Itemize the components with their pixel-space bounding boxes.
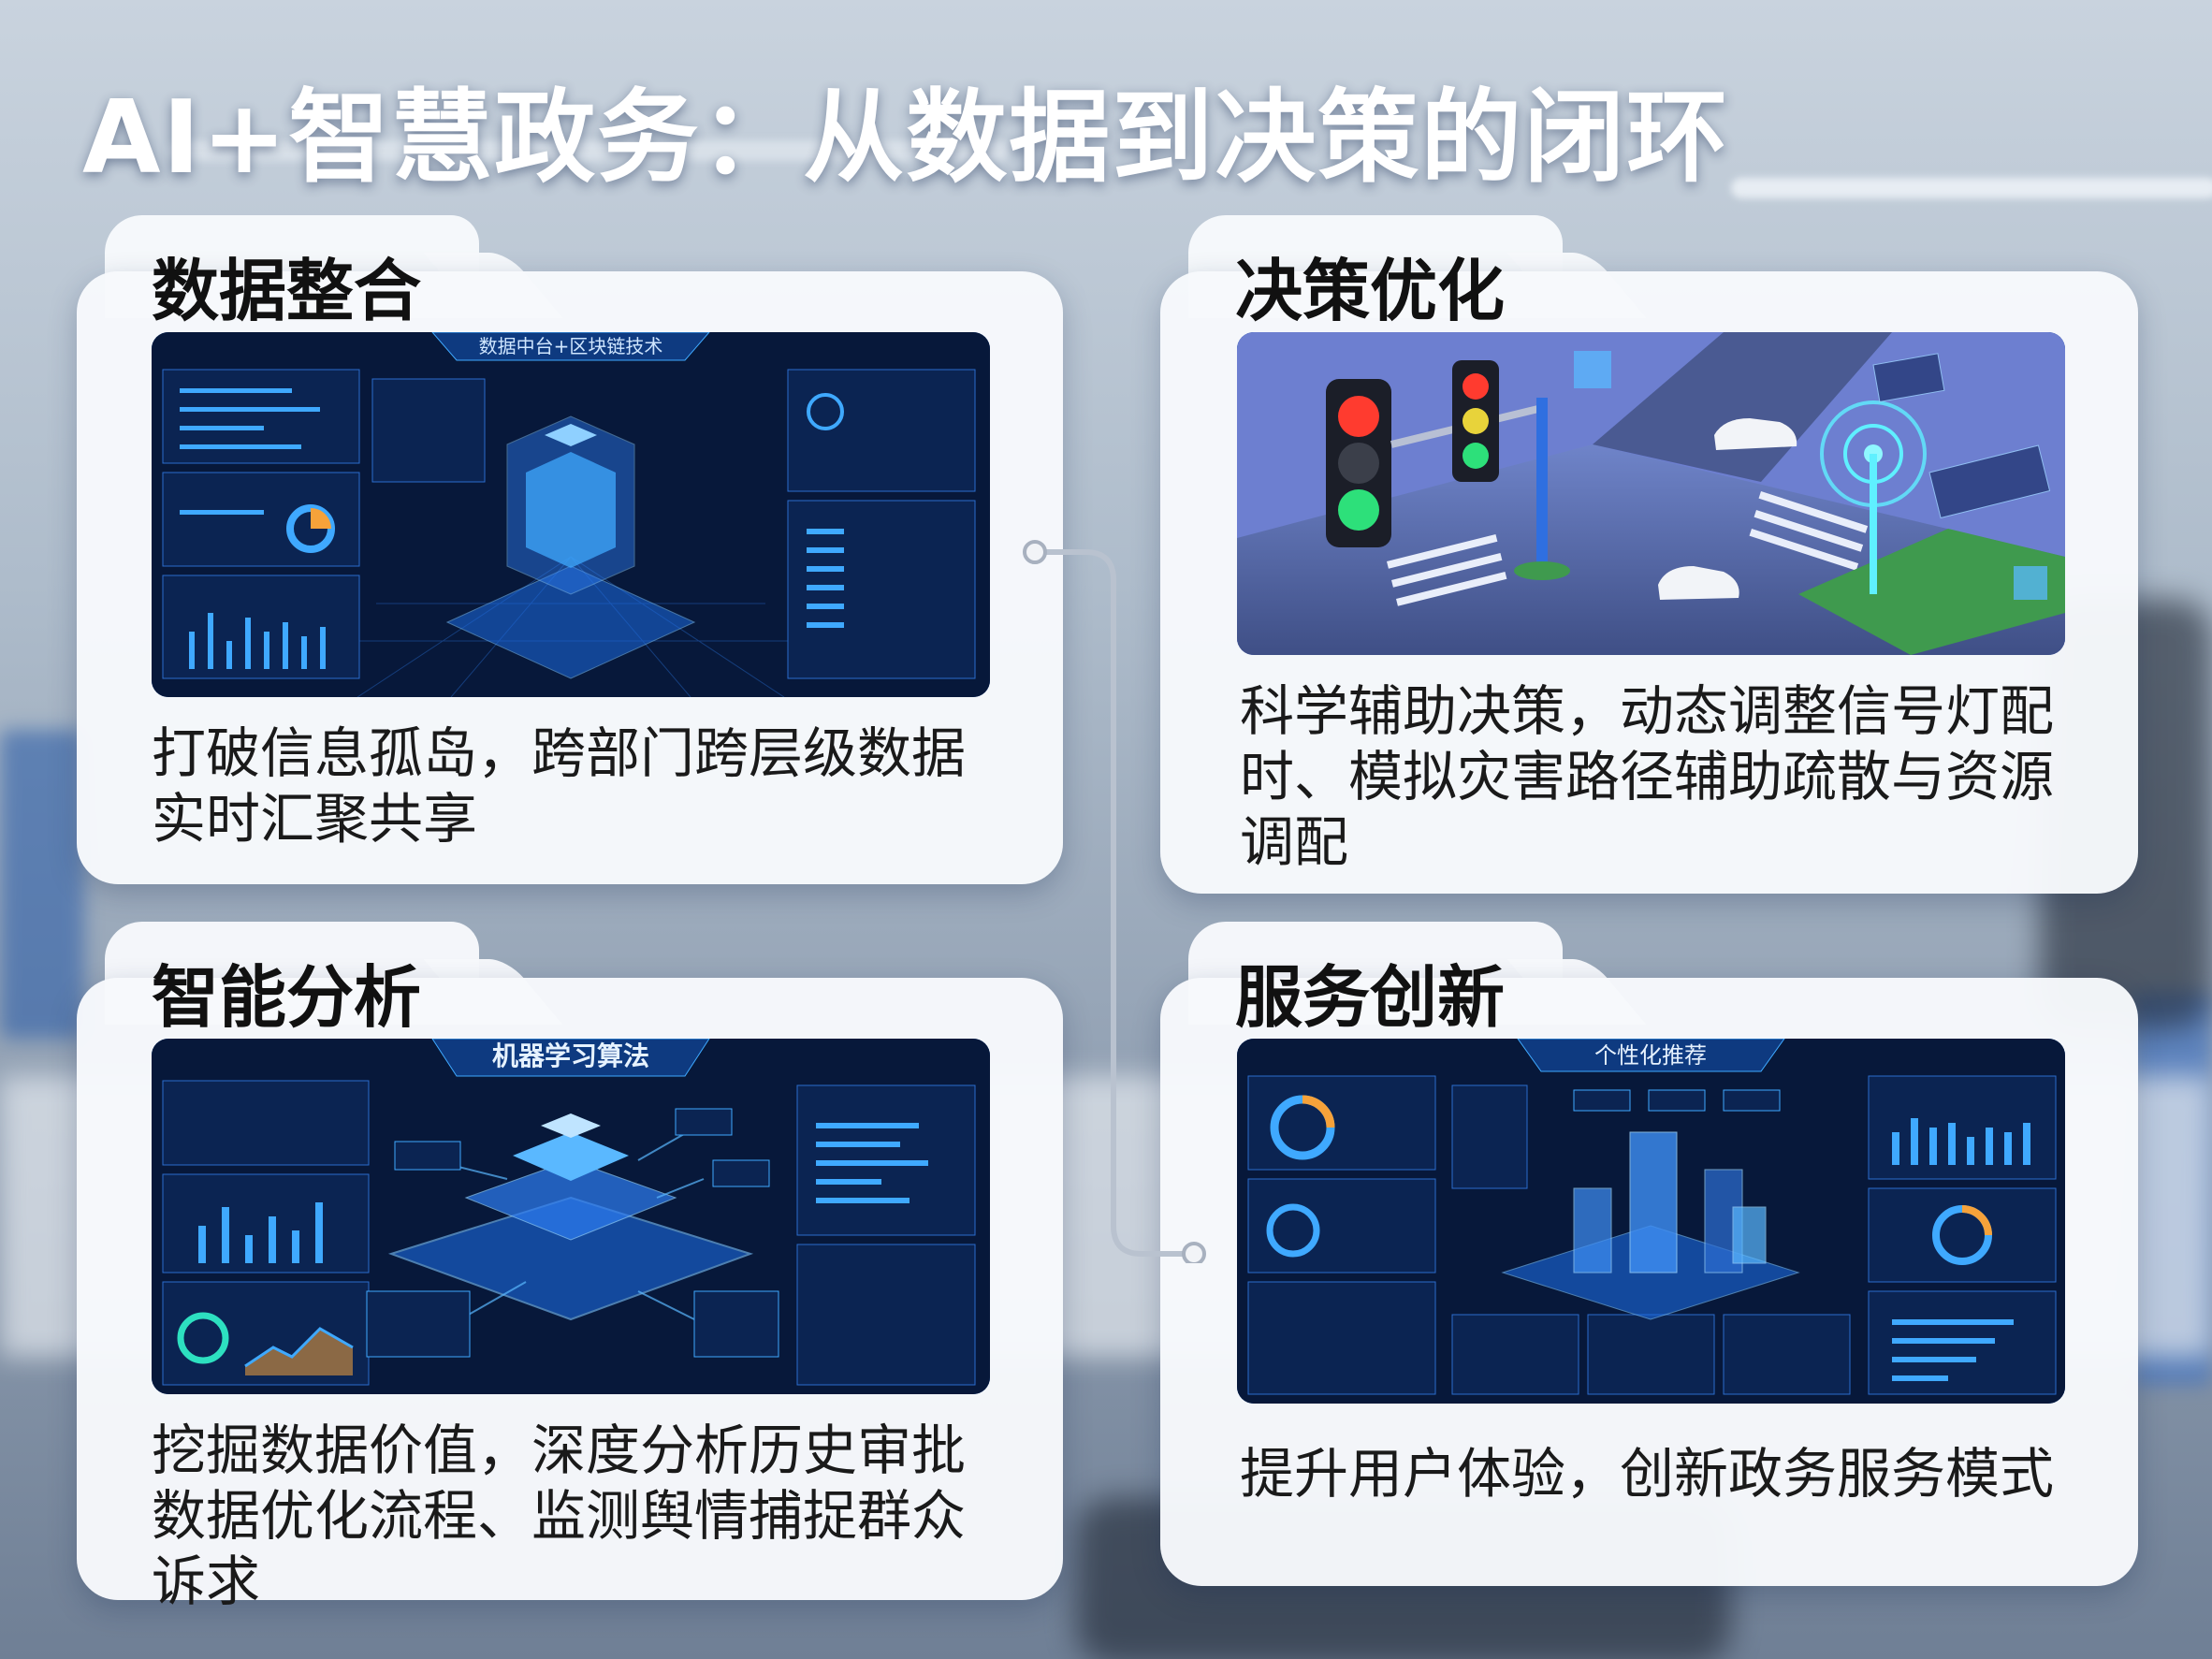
card-heading: 数据整合 xyxy=(152,252,422,330)
screen-title: 数据中台+区块链技术 xyxy=(479,335,663,357)
data-platform-dashboard-image: 数据中台+区块链技术 xyxy=(152,332,990,697)
card-description: 打破信息孤岛，跨部门跨层级数据实时汇聚共享 xyxy=(152,721,967,851)
card-service-innovation: 服务创新 个性化推荐 xyxy=(1160,922,2138,1586)
card-data-integration: 数据整合 数据中台+区块链技术 xyxy=(77,215,1063,884)
screen-title: 个性化推荐 xyxy=(1594,1042,1707,1069)
machine-learning-dashboard-image: 机器学习算法 xyxy=(152,1039,990,1394)
card-decision-optimization: 决策优化 xyxy=(1160,215,2138,894)
flow-connector xyxy=(1023,540,1206,1263)
traffic-signal-scene-image xyxy=(1237,332,2065,655)
card-heading: 服务创新 xyxy=(1235,958,1506,1037)
card-description: 挖掘数据价值，深度分析历史审批数据优化流程、监测舆情捕捉群众诉求 xyxy=(152,1419,967,1613)
page-title: AI+智慧政务：从数据到决策的闭环 xyxy=(82,80,1730,196)
personalized-recommendation-dashboard-image: 个性化推荐 xyxy=(1237,1039,2065,1404)
card-description: 提升用户体验，创新政务服务模式 xyxy=(1240,1442,2055,1506)
screen-title: 机器学习算法 xyxy=(492,1041,649,1071)
card-heading: 决策优化 xyxy=(1235,252,1506,330)
card-heading: 智能分析 xyxy=(152,958,422,1037)
card-intelligent-analysis: 智能分析 机器学习算法 xyxy=(77,922,1063,1613)
card-description: 科学辅助决策，动态调整信号灯配时、模拟灾害路径辅助疏散与资源调配 xyxy=(1240,679,2055,874)
